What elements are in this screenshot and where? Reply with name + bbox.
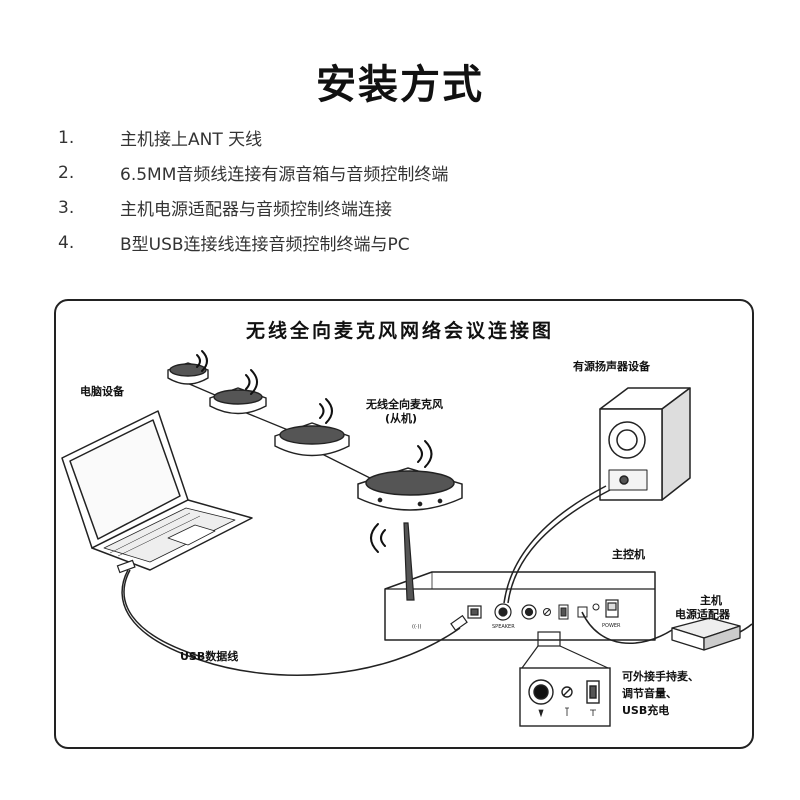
note-line-3: USB充电 xyxy=(622,703,669,717)
step-item: 1. 主机接上ANT 天线 xyxy=(58,120,448,155)
step-item: 3. 主机电源适配器与音频控制终端连接 xyxy=(58,190,448,225)
mic-port xyxy=(521,604,537,620)
diagram-frame xyxy=(54,299,754,749)
step-item: 2. 6.5MM音频线连接有源音箱与音频控制终端 xyxy=(58,155,448,190)
wireless-mic-icon xyxy=(274,422,350,457)
wireless-mic-sublabel: (从机) xyxy=(385,411,417,425)
wifi-signal-icon xyxy=(319,398,333,424)
step-item: 4. B型USB连接线连接音频控制终端与PC xyxy=(58,225,448,260)
step-text: 主机电源适配器与音频控制终端连接 xyxy=(120,200,392,220)
adapter-label: 主机 xyxy=(700,593,722,607)
port-zoom-panel xyxy=(519,667,611,727)
speaker-port xyxy=(494,603,512,621)
speaker-label: 有源扬声器设备 xyxy=(573,359,651,373)
step-number: 3. xyxy=(58,197,75,218)
wifi-signal-icon xyxy=(196,350,208,372)
note-line-2: 调节音量、 xyxy=(622,686,677,700)
antenna-port-label: ((·)) xyxy=(412,624,421,630)
power-switch-label: POWER xyxy=(602,623,621,629)
antenna-icon xyxy=(403,522,415,601)
power-switch xyxy=(605,599,619,618)
step-text: 主机接上ANT 天线 xyxy=(120,130,263,150)
step-number: 2. xyxy=(58,162,75,183)
usb-plug-icon xyxy=(116,559,468,632)
wifi-signal-icon xyxy=(245,369,258,395)
power-adapter-icon xyxy=(671,617,741,651)
laptop-icon xyxy=(61,410,253,571)
wireless-mic-icon xyxy=(357,467,463,511)
diagram-title: 无线全向麦克风网络会议连接图 xyxy=(245,320,554,342)
step-text: 6.5MM音频线连接有源音箱与音频控制终端 xyxy=(120,165,449,185)
step-number: 1. xyxy=(58,127,75,148)
wireless-mic-icon xyxy=(209,387,267,415)
adapter-sublabel: 电源适配器 xyxy=(675,607,731,621)
micro-usb-port xyxy=(558,604,569,620)
host-label: 主控机 xyxy=(612,547,645,561)
usb-cable xyxy=(121,569,461,676)
installation-steps: 1. 主机接上ANT 天线 2. 6.5MM音频线连接有源音箱与音频控制终端 3. 主… xyxy=(58,120,448,260)
audio-cable xyxy=(503,485,611,604)
callout-lines xyxy=(521,631,609,669)
wireless-mic-icon xyxy=(167,362,209,385)
page-title: 安装方式 xyxy=(316,62,484,108)
step-text: B型USB连接线连接音频控制终端与PC xyxy=(120,235,410,255)
speaker-icon xyxy=(599,387,691,501)
volume-knob-icon xyxy=(543,608,551,616)
usb-cable-label: USB数据线 xyxy=(180,649,238,663)
usb-port xyxy=(467,605,482,619)
step-number: 4. xyxy=(58,232,75,253)
wifi-signal-icon xyxy=(370,523,386,553)
note-line-1: 可外接手持麦、 xyxy=(622,669,699,683)
speaker-port-label: SPEAKER xyxy=(492,624,515,630)
wifi-signal-icon xyxy=(417,440,433,468)
computer-label: 电脑设备 xyxy=(80,384,125,398)
wireless-mic-label: 无线全向麦克风 xyxy=(365,397,443,411)
